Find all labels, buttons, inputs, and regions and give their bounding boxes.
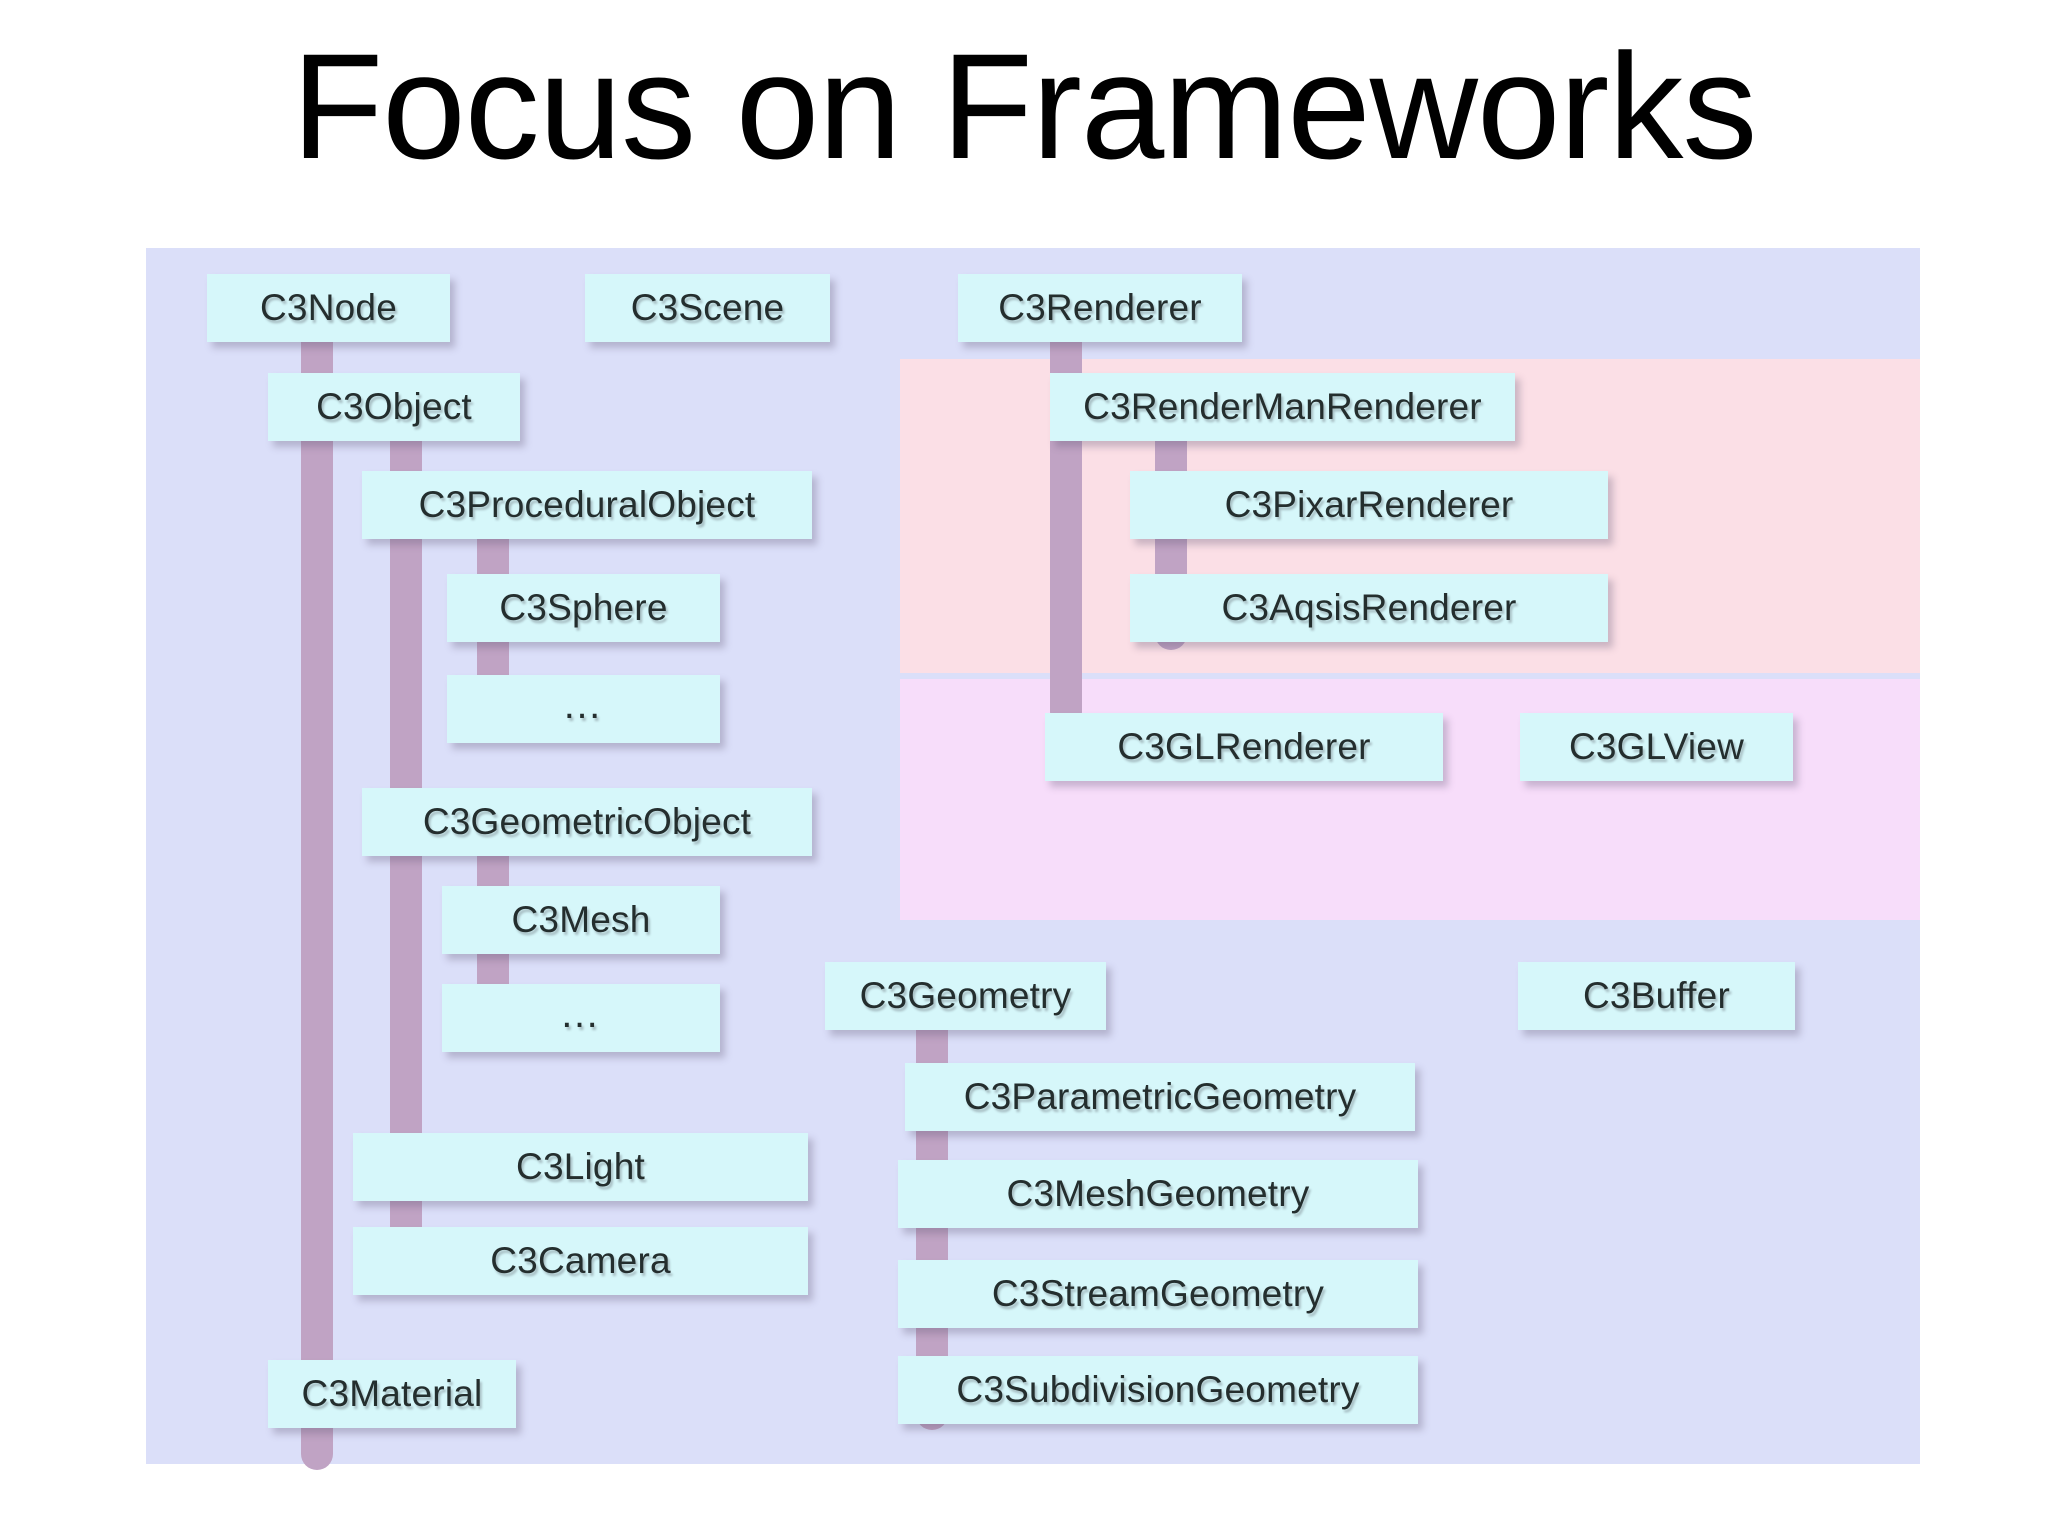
class-box-label: C3Buffer <box>1583 975 1730 1016</box>
class-box-c3object[interactable]: C3Object <box>268 373 520 441</box>
class-box-c3material[interactable]: C3Material <box>268 1360 516 1428</box>
class-box-c3streamgeometry[interactable]: C3StreamGeometry <box>898 1260 1418 1328</box>
class-box-label: C3GeometricObject <box>422 801 752 842</box>
class-box-c3aqsisrenderer[interactable]: C3AqsisRenderer <box>1130 574 1608 642</box>
connector-c3node-spine <box>301 336 333 1456</box>
class-box-label: C3GLRenderer <box>1117 726 1371 767</box>
class-box-c3glview[interactable]: C3GLView <box>1520 713 1793 781</box>
class-box-label: C3StreamGeometry <box>991 1273 1325 1314</box>
class-box-label: C3PixarRenderer <box>1224 484 1514 525</box>
class-box-label: C3Sphere <box>499 587 668 628</box>
class-box-label: C3Geometry <box>859 975 1072 1016</box>
class-box-label: C3Camera <box>490 1240 671 1281</box>
class-box-label: … <box>562 682 605 727</box>
class-box-c3mesh-ellipsis[interactable]: … <box>442 984 720 1052</box>
class-box-label: C3Object <box>316 386 472 427</box>
class-box-label: C3RenderManRenderer <box>1083 386 1482 427</box>
class-box-c3geometry[interactable]: C3Geometry <box>825 962 1106 1030</box>
class-box-c3scene[interactable]: C3Scene <box>585 274 830 342</box>
class-box-c3sphere[interactable]: C3Sphere <box>447 574 720 642</box>
class-box-c3meshgeometry[interactable]: C3MeshGeometry <box>898 1160 1418 1228</box>
class-box-label: C3GLView <box>1568 726 1745 767</box>
class-box-label: C3ParametricGeometry <box>963 1076 1357 1117</box>
class-box-label: C3MeshGeometry <box>1006 1173 1310 1214</box>
class-box-c3pixarrenderer[interactable]: C3PixarRenderer <box>1130 471 1608 539</box>
class-box-label: … <box>559 991 603 1036</box>
class-box-c3subdivisiongeometry[interactable]: C3SubdivisionGeometry <box>898 1356 1418 1424</box>
class-box-c3parametricgeometry[interactable]: C3ParametricGeometry <box>905 1063 1415 1131</box>
class-box-label: C3ProceduralObject <box>418 484 756 525</box>
class-box-c3glrenderer[interactable]: C3GLRenderer <box>1045 713 1443 781</box>
class-box-label: C3Mesh <box>511 899 651 940</box>
connector-node-to-material <box>301 1420 333 1470</box>
class-box-c3mesh[interactable]: C3Mesh <box>442 886 720 954</box>
class-box-c3procedural-ellipsis[interactable]: … <box>447 675 720 743</box>
class-box-label: C3Light <box>516 1146 645 1187</box>
class-box-c3camera[interactable]: C3Camera <box>353 1227 808 1295</box>
class-box-label: C3Scene <box>630 287 785 328</box>
class-box-label: C3Renderer <box>998 287 1202 328</box>
class-box-c3node[interactable]: C3Node <box>207 274 450 342</box>
class-box-label: C3Material <box>301 1373 483 1414</box>
page-title: Focus on Frameworks <box>291 22 1758 190</box>
class-box-c3geometricobject[interactable]: C3GeometricObject <box>362 788 812 856</box>
class-box-c3proceduralobject[interactable]: C3ProceduralObject <box>362 471 812 539</box>
class-box-c3buffer[interactable]: C3Buffer <box>1518 962 1795 1030</box>
class-box-c3rendermanrenderer[interactable]: C3RenderManRenderer <box>1050 373 1515 441</box>
class-box-c3light[interactable]: C3Light <box>353 1133 808 1201</box>
class-box-label: C3Node <box>260 287 397 328</box>
class-box-label: C3SubdivisionGeometry <box>956 1369 1360 1410</box>
class-box-label: C3AqsisRenderer <box>1221 587 1517 628</box>
class-box-c3renderer[interactable]: C3Renderer <box>958 274 1242 342</box>
